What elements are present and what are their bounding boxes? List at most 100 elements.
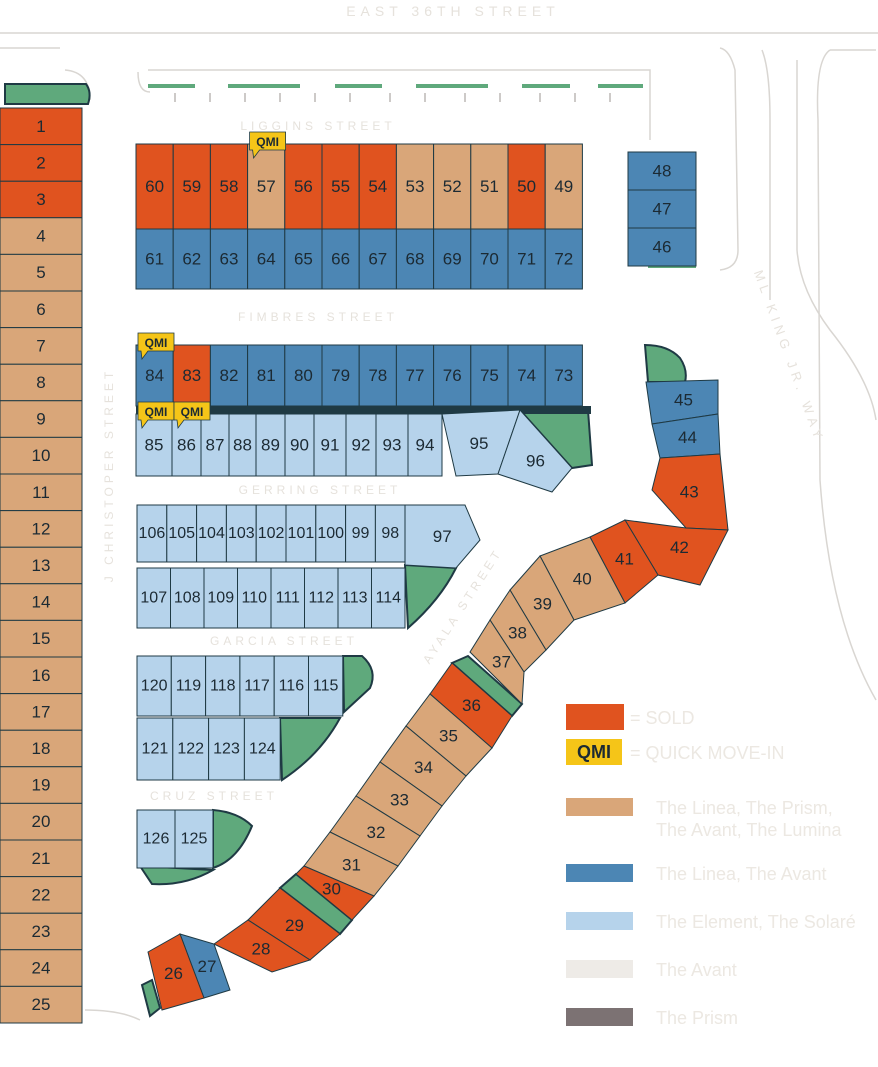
lot-label-51: 51 xyxy=(480,177,499,196)
lot-label-98: 98 xyxy=(381,525,399,542)
legend-tan-text-2: The Avant, The Lumina xyxy=(656,820,842,840)
lot-label-11: 11 xyxy=(32,483,50,502)
lot-label-32: 32 xyxy=(367,823,386,842)
lot-label-125: 125 xyxy=(181,831,208,848)
lot-label-43: 43 xyxy=(680,483,699,502)
lot-label-10: 10 xyxy=(32,446,51,465)
lot-25[interactable] xyxy=(0,985,83,1024)
legend-light-blue-swatch xyxy=(566,912,633,930)
lot-label-76: 76 xyxy=(443,366,462,385)
lot-label-46: 46 xyxy=(653,238,672,257)
lot-label-33: 33 xyxy=(390,791,409,810)
qmi-badge-57: QMI xyxy=(249,131,286,160)
lot-label-36: 36 xyxy=(462,696,481,715)
lot-label-121: 121 xyxy=(142,741,169,758)
lot-label-79: 79 xyxy=(331,366,350,385)
lot-label-103: 103 xyxy=(228,525,255,542)
lot-label-123: 123 xyxy=(213,741,240,758)
lot-114[interactable] xyxy=(371,567,406,629)
lot-label-60: 60 xyxy=(145,177,164,196)
lot-label-59: 59 xyxy=(182,177,201,196)
lot-label-96: 96 xyxy=(526,452,545,471)
lot-label-113: 113 xyxy=(342,590,368,607)
lot-label-13: 13 xyxy=(32,556,51,575)
street-label-mlk: ML KING JR. WAY xyxy=(751,268,828,445)
lot-115[interactable] xyxy=(308,655,344,717)
lot-label-67: 67 xyxy=(368,250,387,269)
lot-label-95: 95 xyxy=(470,434,489,453)
lot-label-120: 120 xyxy=(141,678,168,695)
street-label-fimbres: FIMBRES STREET xyxy=(238,310,398,324)
street-hatch xyxy=(174,93,611,102)
lot-label-106: 106 xyxy=(139,525,166,542)
lot-97[interactable] xyxy=(404,504,481,569)
lot-label-63: 63 xyxy=(220,250,239,269)
lot-label-85: 85 xyxy=(145,436,164,455)
lot-73[interactable] xyxy=(544,344,583,407)
lot-label-37: 37 xyxy=(492,653,511,672)
lot-label-24: 24 xyxy=(32,959,51,978)
lot-125[interactable] xyxy=(174,809,214,869)
lot-label-122: 122 xyxy=(177,741,204,758)
lot-label-69: 69 xyxy=(443,250,462,269)
lot-label-42: 42 xyxy=(670,538,689,557)
lot-label-114: 114 xyxy=(375,590,401,607)
lot-label-124: 124 xyxy=(249,741,276,758)
lot-label-9: 9 xyxy=(36,410,45,429)
lot-label-12: 12 xyxy=(32,519,51,538)
lot-label-30: 30 xyxy=(322,880,341,899)
lot-124[interactable] xyxy=(243,717,281,781)
lot-label-27: 27 xyxy=(198,957,217,976)
lot-label-75: 75 xyxy=(480,366,499,385)
lots-layer: 1234567891011121314151617181920212223242… xyxy=(0,107,729,1024)
lot-label-40: 40 xyxy=(573,570,592,589)
qmi-badge-84: QMI xyxy=(137,332,175,361)
lot-label-64: 64 xyxy=(257,250,276,269)
lot-label-88: 88 xyxy=(233,436,252,455)
lot-label-81: 81 xyxy=(257,366,276,385)
lot-label-55: 55 xyxy=(331,177,350,196)
green-spaces xyxy=(4,83,687,1018)
lot-94[interactable] xyxy=(407,413,443,477)
lot-label-112: 112 xyxy=(308,590,334,607)
lot-label-84: 84 xyxy=(145,366,164,385)
lot-label-47: 47 xyxy=(653,200,672,219)
lot-label-53: 53 xyxy=(406,177,425,196)
lot-label-74: 74 xyxy=(517,366,536,385)
lot-label-73: 73 xyxy=(554,366,573,385)
lot-label-6: 6 xyxy=(36,300,45,319)
lot-label-26: 26 xyxy=(164,964,183,983)
legend-beige-text: The Avant xyxy=(656,960,737,980)
lot-label-116: 116 xyxy=(279,678,305,695)
lot-label-61: 61 xyxy=(145,250,164,269)
lot-label-56: 56 xyxy=(294,177,313,196)
lot-26[interactable] xyxy=(147,933,205,1011)
lot-label-21: 21 xyxy=(32,849,51,868)
lot-label-44: 44 xyxy=(678,428,697,447)
lot-label-2: 2 xyxy=(36,153,45,172)
lot-label-119: 119 xyxy=(176,678,202,695)
lot-96[interactable] xyxy=(497,409,573,493)
lot-label-109: 109 xyxy=(207,590,234,607)
lot-label-83: 83 xyxy=(182,366,201,385)
lot-label-111: 111 xyxy=(276,590,300,607)
lot-28[interactable] xyxy=(213,919,312,973)
street-label-gerring: GERRING STREET xyxy=(239,483,402,497)
lot-label-22: 22 xyxy=(32,885,51,904)
lot-label-20: 20 xyxy=(32,812,51,831)
legend-qmi-text: = QUICK MOVE-IN xyxy=(630,743,785,763)
lot-label-57: 57 xyxy=(257,177,276,196)
lot-label-19: 19 xyxy=(32,776,51,795)
lot-37[interactable] xyxy=(469,619,525,706)
lot-label-54: 54 xyxy=(368,177,387,196)
lot-46[interactable] xyxy=(627,227,697,267)
lot-label-93: 93 xyxy=(383,436,402,455)
lot-label-17: 17 xyxy=(32,702,51,721)
legend-light-blue-text: The Element, The Solaré xyxy=(656,912,856,932)
lot-label-28: 28 xyxy=(252,940,271,959)
legend-sold-text: = SOLD xyxy=(630,708,695,728)
lot-label-97: 97 xyxy=(433,527,452,546)
lot-72[interactable] xyxy=(544,228,583,290)
lot-label-126: 126 xyxy=(143,831,170,848)
lot-30[interactable] xyxy=(295,865,375,921)
